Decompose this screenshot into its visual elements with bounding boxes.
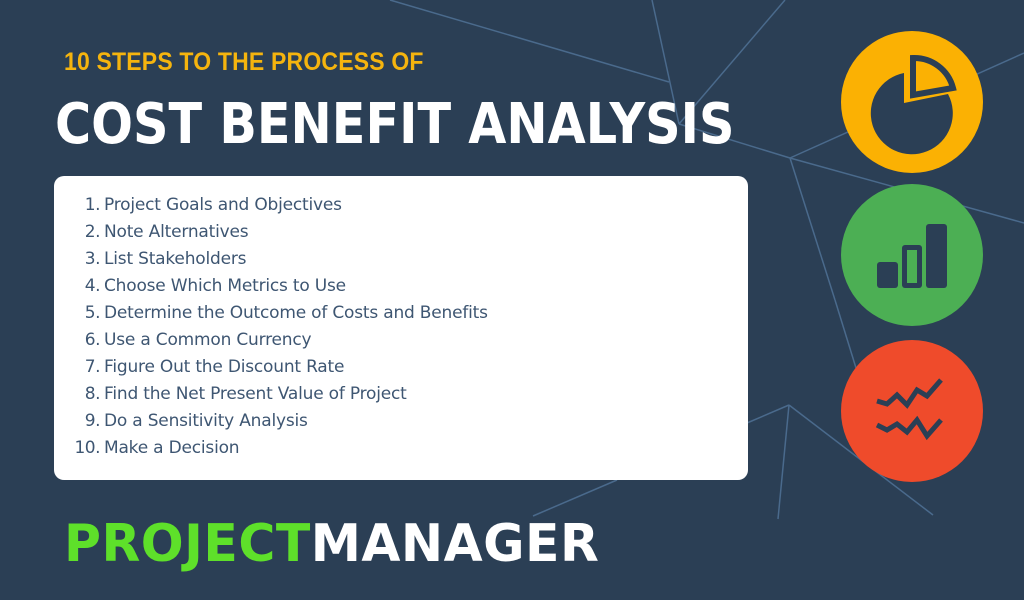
logo-part-manager: MANAGER xyxy=(310,514,600,574)
list-item: 2.Note Alternatives xyxy=(54,222,748,249)
bar-chart-icon xyxy=(877,224,947,288)
subtitle: 10 STEPS TO THE PROCESS OF xyxy=(64,48,424,76)
list-item: 4.Choose Which Metrics to Use xyxy=(54,276,748,303)
step-number: 5. xyxy=(84,303,101,323)
steps-card: 1.Project Goals and Objectives 2.Note Al… xyxy=(54,176,748,480)
trend-badge xyxy=(841,340,983,482)
step-label: Project Goals and Objectives xyxy=(104,195,342,215)
step-number: 7. xyxy=(84,357,101,377)
step-number: 2. xyxy=(84,222,101,242)
step-number: 4. xyxy=(84,276,101,296)
list-item: 8.Find the Net Present Value of Project xyxy=(54,384,748,411)
step-number: 8. xyxy=(84,384,101,404)
list-item: 9.Do a Sensitivity Analysis xyxy=(54,411,748,438)
list-item: 6.Use a Common Currency xyxy=(54,330,748,357)
projectmanager-logo: PROJECTMANAGER xyxy=(64,514,599,574)
step-label: List Stakeholders xyxy=(104,249,247,269)
list-item: 5.Determine the Outcome of Costs and Ben… xyxy=(54,303,748,330)
list-item: 7.Figure Out the Discount Rate xyxy=(54,357,748,384)
step-label: Find the Net Present Value of Project xyxy=(104,384,407,404)
logo-part-project: PROJECT xyxy=(64,514,311,574)
list-item: 1.Project Goals and Objectives xyxy=(54,195,748,222)
step-label: Do a Sensitivity Analysis xyxy=(104,411,308,431)
step-label: Make a Decision xyxy=(104,438,240,458)
step-number: 6. xyxy=(84,330,101,350)
pie-chart-icon xyxy=(870,54,957,155)
step-label: Determine the Outcome of Costs and Benef… xyxy=(104,303,488,323)
step-number: 10. xyxy=(74,438,100,458)
step-label: Choose Which Metrics to Use xyxy=(104,276,346,296)
page-title: COST BENEFIT ANALYSIS xyxy=(55,92,735,157)
step-label: Figure Out the Discount Rate xyxy=(104,357,345,377)
list-item: 10.Make a Decision xyxy=(54,438,748,465)
steps-list: 1.Project Goals and Objectives 2.Note Al… xyxy=(54,195,748,465)
step-label: Use a Common Currency xyxy=(104,330,312,350)
step-label: Note Alternatives xyxy=(104,222,249,242)
trend-lines-icon xyxy=(875,378,943,441)
list-item: 3.List Stakeholders xyxy=(54,249,748,276)
bar-chart-badge xyxy=(841,184,983,326)
step-number: 3. xyxy=(84,249,101,269)
step-number: 1. xyxy=(84,195,101,215)
step-number: 9. xyxy=(84,411,101,431)
pie-chart-badge xyxy=(841,31,983,173)
